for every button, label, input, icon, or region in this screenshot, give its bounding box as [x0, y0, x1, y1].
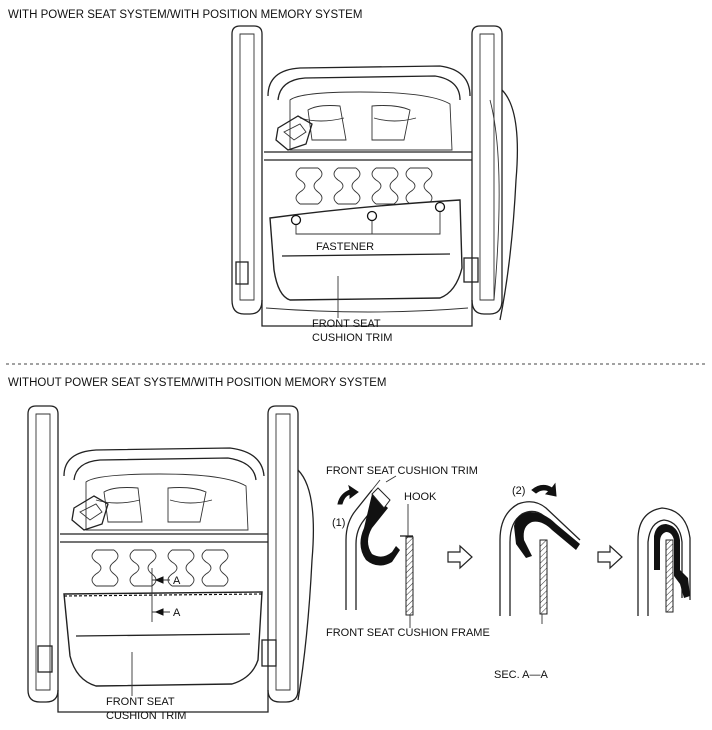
bottom-trim-label-line1: FRONT SEAT: [106, 696, 175, 708]
fastener-label: FASTENER: [316, 241, 374, 253]
process-arrow-2: [597, 544, 623, 570]
fastener-point-right: [434, 201, 446, 213]
step-2-label: (2): [512, 485, 525, 497]
bottom-seat-frame-drawing: [27, 405, 315, 713]
fastener-point-left: [290, 214, 302, 226]
section-caption: SEC. A—A: [494, 669, 548, 681]
top-cushion-trim: [269, 199, 463, 301]
fastener-point-center: [366, 210, 378, 222]
step-1-label: (1): [332, 517, 345, 529]
detail-trim-label: FRONT SEAT CUSHION TRIM: [326, 465, 478, 477]
step-2-rotate-arrow: [531, 482, 557, 497]
detail-hook-label: HOOK: [404, 491, 437, 503]
detail-step-3-drawing: [637, 507, 691, 616]
top-trim-label-line2: CUSHION TRIM: [312, 332, 392, 344]
bottom-section-title: WITHOUT POWER SEAT SYSTEM/WITH POSITION …: [8, 377, 386, 389]
section-mark-a-1: A: [173, 575, 181, 587]
detail-frame-label: FRONT SEAT CUSHION FRAME: [326, 627, 490, 639]
top-section-title: WITH POWER SEAT SYSTEM/WITH POSITION MEM…: [8, 9, 362, 21]
bottom-trim-label-line2: CUSHION TRIM: [106, 710, 186, 722]
detail-step-2-drawing: [499, 501, 581, 624]
top-seat-frame-drawing: [231, 25, 519, 327]
section-mark-a-2: A: [173, 607, 181, 619]
bottom-cushion-trim: [63, 591, 263, 687]
detail-step-1-drawing: [345, 475, 414, 628]
section-line-a-a: [151, 568, 170, 622]
process-arrow-1: [447, 544, 473, 570]
top-trim-label-line1: FRONT SEAT: [312, 318, 381, 330]
step-1-rotate-arrow: [337, 484, 359, 505]
